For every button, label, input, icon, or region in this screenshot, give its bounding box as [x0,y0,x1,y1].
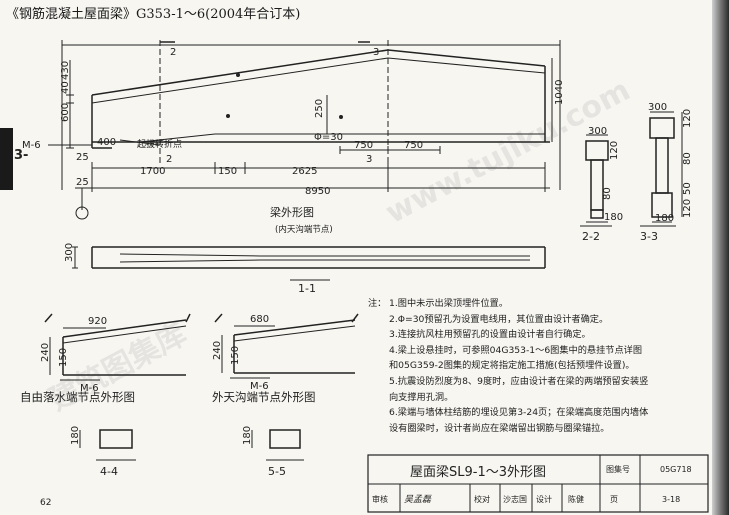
gutter-dim-680: 680 [250,314,269,325]
sec22-dim-180: 180 [604,212,623,223]
review-name: 吴孟磊 [404,494,432,505]
hole-dim: Φ=30 [314,132,343,143]
note-item: 设有圈梁时，设计者尚应在梁端留出钢筋与圈梁锚拉。 [389,422,610,434]
section-5-5-caption: 5-5 [268,465,286,478]
section-mark-3-top: 3 [373,47,379,58]
section-1-1 [72,246,546,281]
note-item: 3.连接抗风柱用预留孔的设置由设计者自行确定。 [389,329,591,341]
sec33-dim-300: 300 [648,102,667,113]
section-5-5 [251,429,304,461]
note-item: 向支撑用孔洞。 [389,391,454,403]
notes-block: 注： 1.图中未示出梁顶埋件位置。 2.Φ=30预留孔为设置电线用，其位置由设计… [368,296,700,436]
design-label: 设计 [536,494,552,504]
beam-caption: 梁外形图 [270,205,314,219]
dim-8950: 8950 [305,186,330,197]
drawing-canvas: 2 3 2 3 1700 150 2625 8950 750 750 600 4… [20,40,709,513]
atlas-number: 05G718 [660,465,692,474]
check-label: 校对 [474,494,490,504]
note-item: 和05G359-2图集的规定将指定施工措施(包括预埋件设置)。 [389,360,635,372]
sec33-dim-180: 180 [655,213,674,224]
dim-400: 400 [97,137,116,148]
drain-m6: M-6 [80,383,99,394]
beam-elevation [48,40,561,220]
node-gutter-caption: 外天沟端节点外形图 [212,390,316,404]
note-item: 2.Φ=30预留孔为设置电线用，其位置由设计者确定。 [389,313,609,325]
note-item: 1.图中未示出梁顶埋件位置。 [389,298,509,309]
section-1-1-height: 300 [64,243,75,262]
sec22-dim-300: 300 [588,126,607,137]
section-mark-2-bottom: 2 [166,154,172,165]
sec22-dim-80: 80 [602,187,613,200]
dim-2625: 2625 [292,166,317,177]
section-mark-2-top: 2 [170,47,176,58]
gutter-dim-150: 150 [230,346,241,365]
note-item: 5.抗震设防烈度为8、9度时，应由设计者在梁的两端预留安装竖 [389,375,649,387]
dim-25-b: 25 [76,177,89,188]
sec33-dim-120-bottom: 120 [682,199,693,218]
section-4-4 [79,429,136,461]
dim-600: 600 [60,103,71,122]
beam-subcaption: (内天沟端节点) [275,224,333,235]
section-3-3-caption: 3-3 [640,230,658,243]
dim-150: 150 [218,166,237,177]
dim-250: 250 [314,99,325,118]
node-drain-caption: 自由落水端节点外形图 [20,390,135,404]
drain-dim-240: 240 [40,343,51,362]
title-block-title: 屋面梁SL9-1～3外形图 [410,465,546,480]
chapter-tab [0,128,13,190]
page-label: 页 [610,495,618,504]
page-header-title: 《钢筋混凝土屋面梁》G353-1～6(2004年合订本) [6,7,301,22]
gutter-dim-240: 240 [212,341,223,360]
dim-1040: 1040 [554,80,565,105]
dim-40: 40 [60,81,71,94]
dim-430: 430 [60,61,71,80]
check-name: 沙志国 [503,494,527,504]
chapter-mark: 3- [14,148,29,163]
sec33-dim-50: 50 [682,182,693,195]
sec55-dim-180: 180 [242,426,253,445]
drain-dim-150: 150 [58,348,69,367]
section-2-2-caption: 2-2 [582,230,600,243]
page-value: 3-18 [662,495,680,504]
bend-point-label: 起拔转折点 [137,138,182,150]
note-item: 6.梁端与墙体柱结筋的埋设见第3-24页；在梁端高度范围内墙体 [389,407,649,419]
sec22-dim-120: 120 [609,141,620,160]
review-label: 审核 [372,494,388,504]
note-item: 4.梁上设悬挂时，可参照04G353-1～6图集中的悬挂节点详图 [389,344,643,356]
atlas-label: 图集号 [606,464,630,474]
sec33-dim-120-top: 120 [682,109,693,128]
dim-750-b: 750 [404,140,423,151]
section-3-3 [640,111,683,227]
book-binding [712,0,729,515]
sec33-dim-80: 80 [682,152,693,165]
dim-25-a: 25 [76,152,89,163]
section-4-4-caption: 4-4 [100,465,118,478]
drain-dim-920: 920 [88,316,107,327]
node-gutter-drawing [214,313,359,379]
section-mark-3-bottom: 3 [366,154,372,165]
dim-1700: 1700 [140,166,165,177]
notes-label: 注： [368,298,387,309]
dim-750-a: 750 [354,140,373,151]
design-name: 陈健 [568,494,584,504]
title-block [367,454,709,513]
gutter-m6: M-6 [250,381,269,392]
section-1-1-caption: 1-1 [298,282,316,295]
sec44-dim-180: 180 [70,426,81,445]
section-2-2 [580,134,612,227]
m6-label-beam: M-6 [22,140,41,151]
node-drain-drawing [44,313,191,381]
page-number: 62 [40,498,52,508]
